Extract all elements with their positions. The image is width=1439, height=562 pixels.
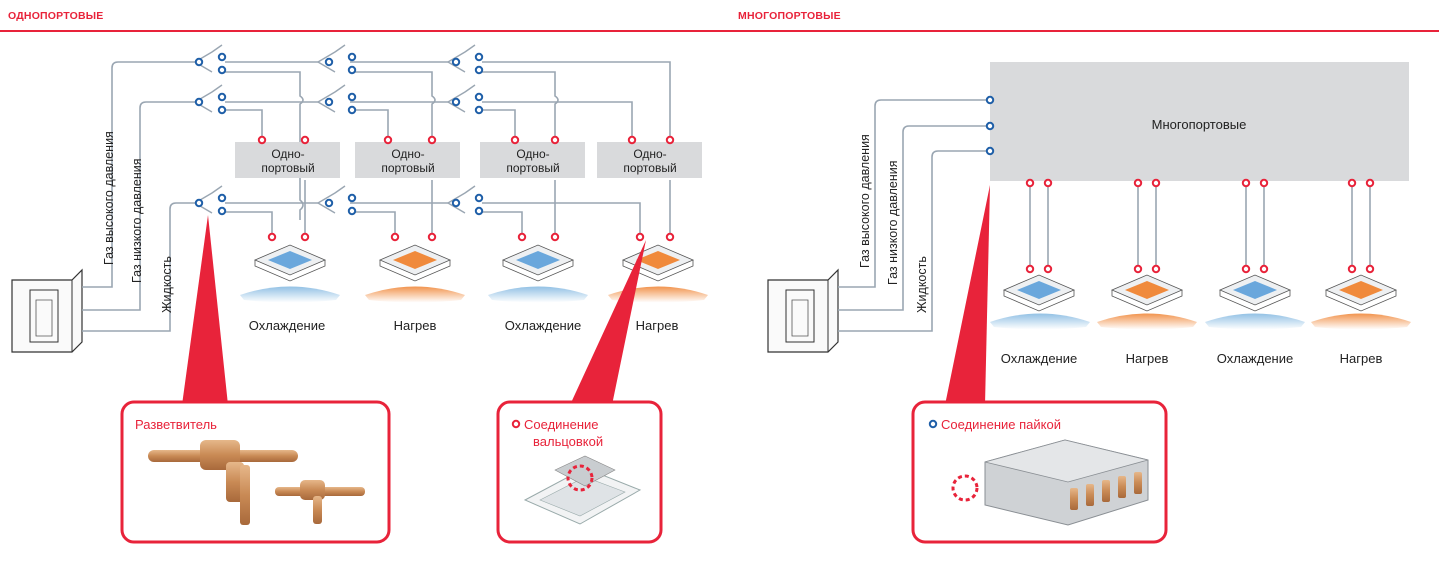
brazed-joints-left <box>194 52 484 216</box>
brazed-joints-right <box>985 95 995 156</box>
high-pressure-gas-label: Газ высокого давления <box>102 131 116 265</box>
multi-port-box <box>990 62 1409 181</box>
flare-joint-legend-icon <box>511 419 521 429</box>
low-pressure-gas-label: Газ низкого давления <box>886 161 900 285</box>
single-port-boxes <box>235 142 702 178</box>
mode-label: Нагрев <box>636 318 679 333</box>
high-pressure-gas-label: Газ высокого давления <box>858 134 872 268</box>
outdoor-unit-right <box>767 268 839 353</box>
single-port-box-label: Одно- <box>391 147 424 161</box>
indoor-unit-cooling <box>990 274 1090 330</box>
main-pipes-right <box>838 99 1371 332</box>
splitter-callout-title: Разветвитель <box>135 417 217 432</box>
main-pipes-left <box>82 61 671 332</box>
mode-label: Охлаждение <box>1217 351 1293 366</box>
single-port-section: Одно- портовый Одно- портовый Одно- порт… <box>11 44 708 544</box>
cassette-image <box>523 455 642 525</box>
mode-label: Нагрев <box>394 318 437 333</box>
mode-label: Охлаждение <box>1001 351 1077 366</box>
brazed-joint-legend-icon <box>928 419 938 429</box>
single-port-box-label: Одно- <box>633 147 666 161</box>
single-port-box-label: портовый <box>381 161 434 175</box>
single-port-box-label: портовый <box>506 161 559 175</box>
single-port-box-label: Одно- <box>271 147 304 161</box>
mode-label: Нагрев <box>1126 351 1169 366</box>
multi-port-unit-image <box>951 439 1149 526</box>
single-port-box-label: портовый <box>623 161 676 175</box>
mode-label: Охлаждение <box>505 318 581 333</box>
flare-callout-pointer <box>570 240 646 405</box>
multi-port-box-label: Многопортовые <box>1152 117 1247 132</box>
outdoor-unit-left <box>11 268 83 353</box>
brazed-callout-title: Соединение пайкой <box>941 417 1061 432</box>
flare-callout-title: Соединение <box>524 417 599 432</box>
single-port-box-label: портовый <box>261 161 314 175</box>
mode-label: Охлаждение <box>249 318 325 333</box>
multi-port-section: Многопортовые <box>767 62 1411 544</box>
splitter-callout-pointer <box>182 215 228 405</box>
mode-label: Нагрев <box>1340 351 1383 366</box>
flare-callout-title: вальцовкой <box>533 434 603 449</box>
single-port-box-label: Одно- <box>516 147 549 161</box>
indoor-unit-cooling <box>1205 274 1305 330</box>
splitter-image <box>148 440 365 525</box>
brazed-callout-pointer <box>945 185 990 405</box>
header-divider <box>0 30 1439 32</box>
indoor-unit-heating <box>1097 274 1197 330</box>
flare-joints-right <box>1025 178 1375 274</box>
indoor-unit-cooling <box>240 244 340 303</box>
indoor-unit-heating <box>365 244 465 303</box>
indoor-unit-heating <box>1311 274 1411 330</box>
indoor-unit-cooling <box>488 244 588 303</box>
low-pressure-gas-label: Газ низкого давления <box>130 159 144 283</box>
multi-port-header: МНОГОПОРТОВЫЕ <box>738 10 841 22</box>
single-port-header: ОДНОПОРТОВЫЕ <box>8 10 104 22</box>
flare-joints-left <box>257 135 675 242</box>
splitter-callout <box>120 400 391 544</box>
liquid-label: Жидкость <box>160 256 174 313</box>
splitters-left <box>194 44 476 214</box>
liquid-label: Жидкость <box>915 256 929 313</box>
